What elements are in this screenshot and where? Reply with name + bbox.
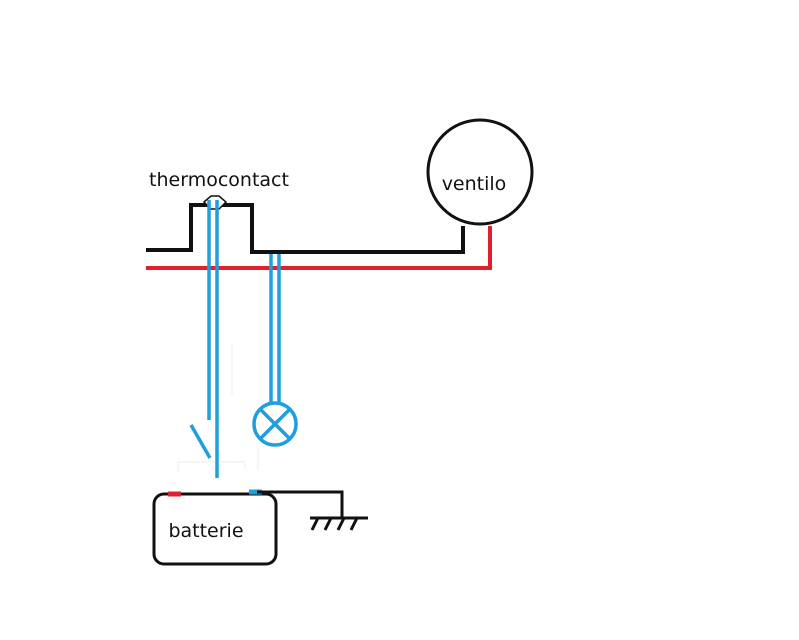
battery-body (152, 492, 278, 566)
indicator-lamp-icon (252, 401, 298, 447)
battery-label: batterie (168, 520, 243, 542)
faint-traces (177, 345, 259, 472)
switch-lever-icon (189, 424, 212, 459)
ground-icon (310, 516, 368, 531)
fan-label: ventilo (442, 173, 507, 195)
blue-wire-thermocontact (207, 200, 219, 478)
black-wire (146, 203, 465, 254)
blue-wire-lamp (269, 254, 281, 405)
fan-motor-circle (426, 118, 534, 226)
red-wire (146, 226, 492, 270)
thermocontact-label: thermocontact (149, 169, 289, 191)
ground-wire (257, 490, 344, 518)
